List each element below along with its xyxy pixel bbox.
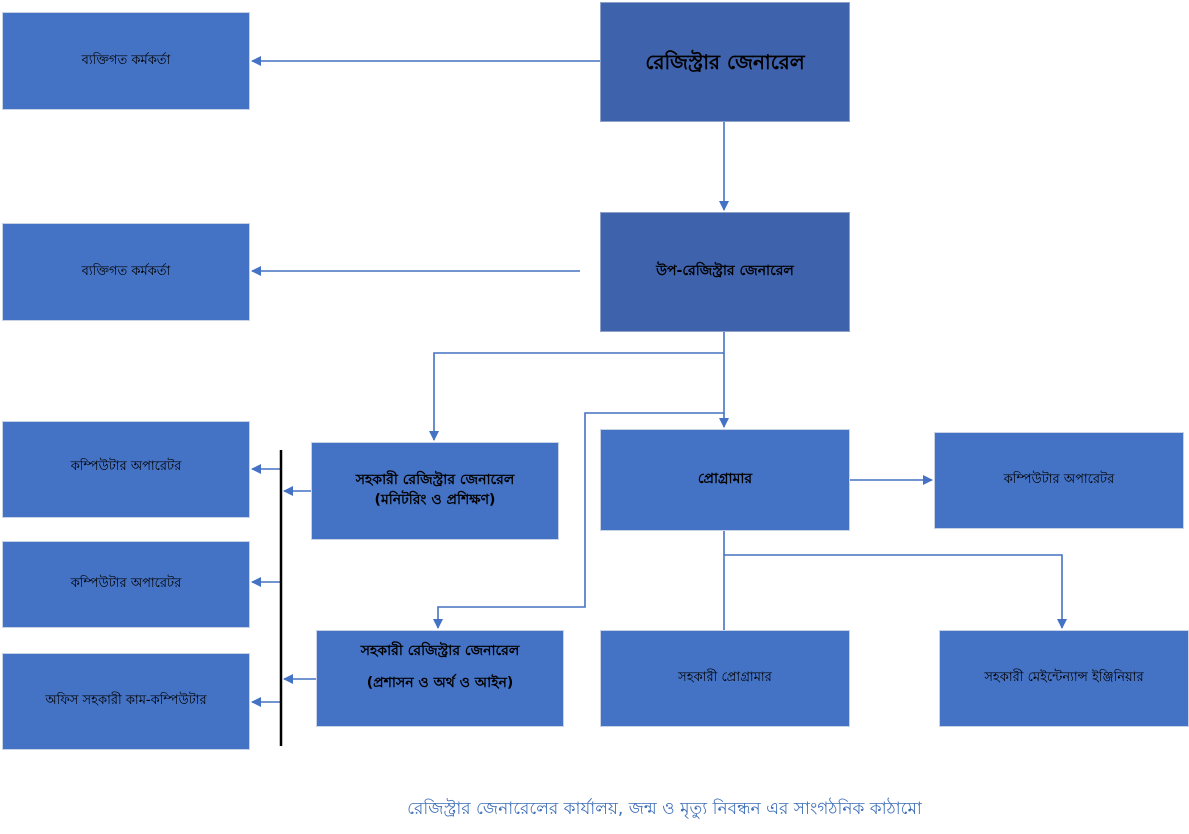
diagram-caption: রেজিস্ট্রার জেনারেলের কার্যালয়, জন্ম ও … <box>407 799 922 819</box>
box-label: সহকারী প্রোগ্রামার <box>678 670 772 686</box>
box-label: অফিস সহকারী কাম-কম্পিউটার <box>45 693 207 709</box>
box-deputy-registrar-general: উপ-রেজিস্ট্রার জেনারেল <box>600 212 850 332</box>
box-label-line1: সহকারী রেজিস্ট্রার জেনারেল <box>355 472 515 489</box>
box-computer-operator-2: কম্পিউটার অপারেটর <box>2 541 250 628</box>
box-label: প্রোগ্রামার <box>697 471 753 488</box>
box-programmer: প্রোগ্রামার <box>600 429 850 531</box>
box-personal-officer-1: ব্যক্তিগত কর্মকর্তা <box>2 12 250 110</box>
box-registrar-general: রেজিস্ট্রার জেনারেল <box>600 2 850 122</box>
box-assistant-programmer: সহকারী প্রোগ্রামার <box>600 630 850 727</box>
connector-drg-to-arg2 <box>433 412 724 629</box>
box-label: ব্যক্তিগত কর্মকর্তা <box>81 52 171 68</box>
box-computer-operator-1: কম্পিউটার অপারেটর <box>2 421 250 518</box>
box-label: রেজিস্ট্রার জেনারেল <box>645 50 805 74</box>
box-label: কম্পিউটার অপারেটর <box>70 576 182 592</box>
box-label-line2: (প্রশাসন ও অর্থ ও আইন) <box>366 675 514 692</box>
box-label: কম্পিউটার অপারেটর <box>1003 472 1115 488</box>
box-label: ব্যক্তিগত কর্মকর্তা <box>81 263 171 279</box>
box-assistant-maintenance-engineer: সহকারী মেইন্টেন্যান্স ইঞ্জিনিয়ার <box>939 630 1189 727</box>
box-label-line1: সহকারী রেজিস্ট্রার জেনারেল <box>360 643 520 659</box>
box-label: কম্পিউটার অপারেটর <box>70 459 182 474</box>
box-label: সহকারী মেইন্টেন্যান্স ইঞ্জিনিয়ার <box>984 670 1144 686</box>
box-asst-rg-monitoring: সহকারী রেজিস্ট্রার জেনারেল (মনিটরিং ও প্… <box>311 442 559 540</box>
box-label: উপ-রেজিস্ট্রার জেনারেল <box>656 263 794 280</box>
box-computer-operator-3: কম্পিউটার অপারেটর <box>934 432 1184 529</box>
box-personal-officer-2: ব্যক্তিগত কর্মকর্তা <box>2 223 250 321</box>
box-label-line2: (মনিটরিং ও প্রশিক্ষণ) <box>374 492 496 508</box>
connector-drg-to-arg1 <box>429 352 724 441</box>
box-asst-rg-admin: সহকারী রেজিস্ট্রার জেনারেল (প্রশাসন ও অর… <box>316 630 564 727</box>
box-office-assistant: অফিস সহকারী কাম-কম্পিউটার <box>2 653 250 750</box>
connector-programmer-to-ame <box>724 554 1067 629</box>
